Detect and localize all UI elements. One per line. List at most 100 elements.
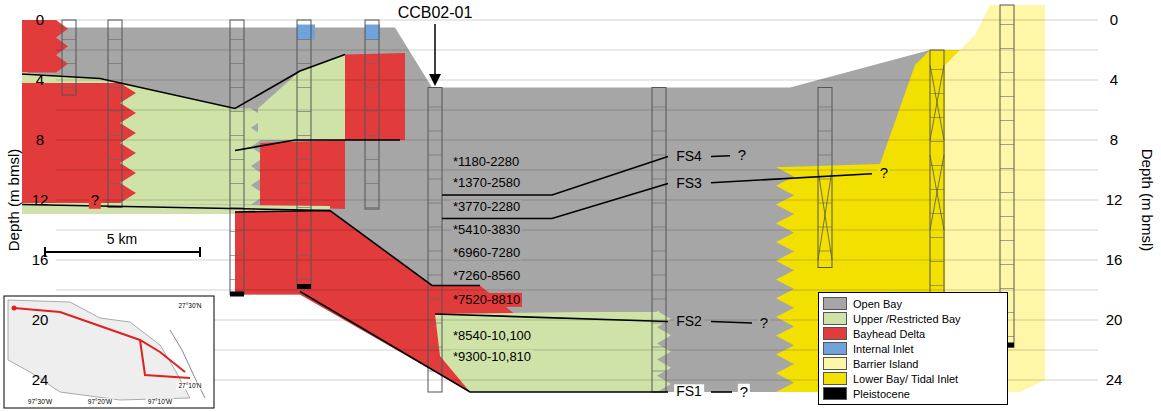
depth-tick-label: 24 bbox=[32, 372, 49, 389]
legend-swatch bbox=[823, 297, 847, 310]
core-gap bbox=[930, 65, 944, 140]
core-name: CCB02-01 bbox=[398, 4, 473, 22]
core-log-tick bbox=[818, 227, 832, 228]
depth-tick-label: 20 bbox=[32, 312, 49, 329]
core-log-tick bbox=[428, 347, 442, 348]
inset-coordinate: 27°30'N bbox=[177, 302, 204, 309]
core-log-tick bbox=[230, 63, 244, 64]
core-log-tick bbox=[428, 251, 442, 252]
core-log-tick bbox=[365, 87, 379, 88]
core-log-tick bbox=[652, 251, 666, 252]
radiocarbon-age: *7260-8560 bbox=[451, 269, 522, 283]
radiocarbon-age: *7520-8810 bbox=[451, 293, 522, 307]
core-log-tick bbox=[652, 347, 666, 348]
depth-tick-label: 12 bbox=[32, 192, 49, 209]
core-log-tick bbox=[297, 39, 311, 40]
legend-text: Pleistocene bbox=[853, 388, 910, 400]
radiocarbon-age: *1370-2580 bbox=[451, 176, 522, 190]
surface-label: ? bbox=[878, 165, 890, 182]
core-log-tick bbox=[930, 93, 944, 94]
legend-swatch bbox=[823, 312, 847, 325]
core-log-tick bbox=[297, 87, 311, 88]
depth-tick-label: 12 bbox=[1106, 192, 1123, 209]
core-log-tick bbox=[230, 255, 244, 256]
core-log bbox=[108, 20, 122, 208]
depth-tick-label: 4 bbox=[36, 72, 44, 89]
depth-gridline bbox=[56, 200, 1098, 201]
inset-section-end bbox=[12, 306, 17, 311]
surface-label: FS4 bbox=[674, 149, 704, 164]
radiocarbon-age: *6960-7280 bbox=[451, 246, 522, 260]
core-log-tick bbox=[365, 63, 379, 64]
core-log-tick bbox=[108, 87, 122, 88]
core-log-tick bbox=[428, 179, 442, 180]
surface-label: ? bbox=[738, 384, 750, 401]
legend-swatch bbox=[823, 327, 847, 340]
core-pointer-head bbox=[429, 74, 441, 86]
internal-inlet-fill bbox=[365, 25, 380, 40]
depth-gridline bbox=[56, 290, 1098, 291]
inset-section-line bbox=[14, 308, 190, 378]
facies-boundary bbox=[235, 211, 480, 286]
radiocarbon-age: *1180-2280 bbox=[451, 155, 521, 169]
core-log bbox=[365, 20, 379, 209]
core-log-tick bbox=[652, 179, 666, 180]
depth-gridline bbox=[56, 260, 1098, 261]
core-log-tick bbox=[1000, 288, 1014, 289]
inset-coordinate: 27°10'N bbox=[177, 382, 204, 389]
depth-gridline bbox=[56, 80, 1098, 81]
flooding-surface bbox=[435, 314, 668, 322]
core-log-tick bbox=[365, 207, 379, 208]
core-log-tick bbox=[1000, 144, 1014, 145]
legend-row: Open Bay bbox=[823, 296, 1003, 311]
core-log-tick bbox=[428, 107, 442, 108]
legend-swatch bbox=[823, 387, 847, 400]
core-log-tick bbox=[652, 203, 666, 204]
facies-boundary bbox=[235, 140, 400, 151]
core-log-tick bbox=[818, 107, 832, 108]
legend-text: Bayhead Delta bbox=[853, 328, 925, 340]
core-log-tick bbox=[1000, 48, 1014, 49]
core-log-tick bbox=[930, 213, 944, 214]
core-pointer bbox=[434, 24, 436, 76]
core-log-tick bbox=[297, 279, 311, 280]
legend-box: Open BayUpper /Restricted BayBayhead Del… bbox=[818, 292, 1008, 405]
inset-bay bbox=[8, 300, 190, 400]
core-log-tick bbox=[652, 275, 666, 276]
depth-tick-label: 24 bbox=[1106, 372, 1123, 389]
legend-swatch bbox=[823, 372, 847, 385]
core-log-tick bbox=[1000, 192, 1014, 193]
surface-label: ? bbox=[736, 147, 748, 164]
core-log-tick bbox=[428, 155, 442, 156]
core-log-tick bbox=[1000, 96, 1014, 97]
core-log-tick bbox=[62, 87, 76, 88]
internal-inlet-fill bbox=[297, 25, 315, 40]
depth-tick-label: 0 bbox=[36, 12, 44, 29]
core-log-tick bbox=[818, 155, 832, 156]
core-log-tick bbox=[652, 323, 666, 324]
core-log-tick bbox=[297, 159, 311, 160]
core-log-tick bbox=[428, 203, 442, 204]
legend-row: Barrier Island bbox=[823, 356, 1003, 371]
flooding-surface bbox=[711, 155, 730, 157]
scale-bar bbox=[45, 247, 200, 257]
core-log-tick bbox=[818, 131, 832, 132]
core-log-tick bbox=[62, 39, 76, 40]
core-log-tick bbox=[230, 111, 244, 112]
legend-row: Bayhead Delta bbox=[823, 326, 1003, 341]
surface-label: ? bbox=[758, 315, 770, 332]
core-log-tick bbox=[428, 323, 442, 324]
core-log-tick bbox=[1000, 240, 1014, 241]
core-log-tick bbox=[930, 261, 944, 262]
depth-tick-label: 16 bbox=[1106, 252, 1123, 269]
legend-row: Upper /Restricted Bay bbox=[823, 311, 1003, 326]
legend-row: Internal Inlet bbox=[823, 341, 1003, 356]
core-log-tick bbox=[1000, 72, 1014, 73]
depth-gridline bbox=[56, 20, 1098, 21]
radiocarbon-age: *3770-2280 bbox=[451, 200, 522, 214]
axis-title: Depth (m bmsl) bbox=[1139, 149, 1156, 252]
inset-map bbox=[4, 296, 214, 408]
core-log-tick bbox=[108, 111, 122, 112]
flooding-surface bbox=[711, 391, 732, 393]
